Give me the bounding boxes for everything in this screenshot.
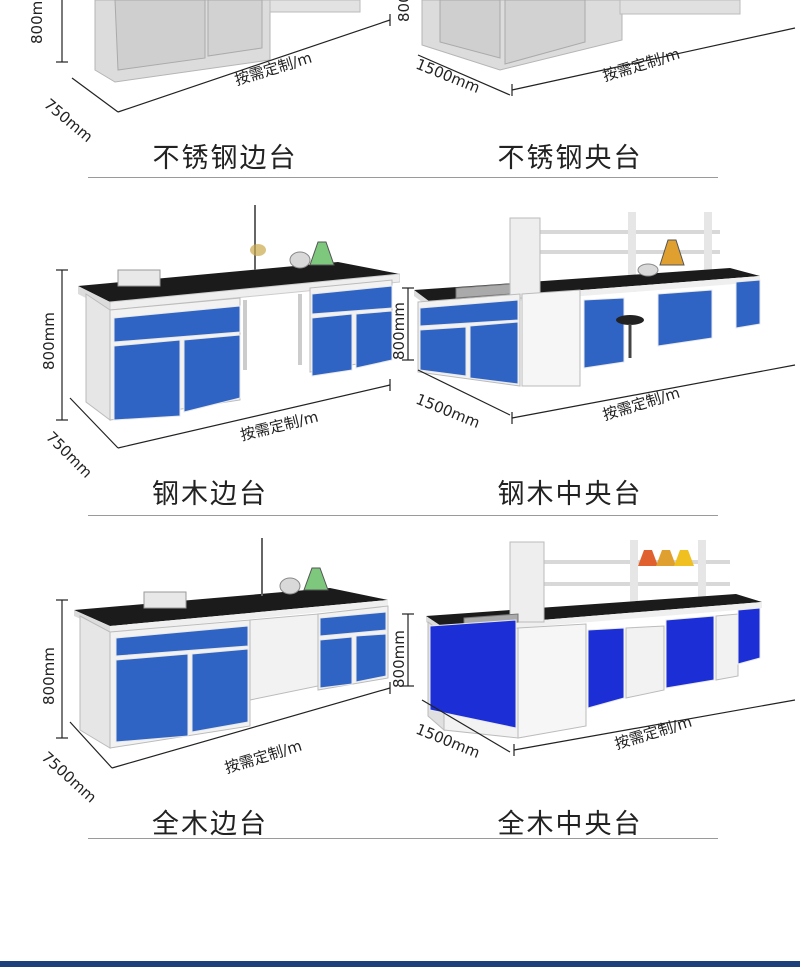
stainless-side-bench-illustration xyxy=(56,0,391,113)
product-title: 钢木边台 xyxy=(152,479,268,510)
height-label: 800mm xyxy=(40,312,58,370)
divider xyxy=(88,515,718,516)
height-label: 800mm xyxy=(28,0,46,44)
footer-bar xyxy=(0,961,800,967)
height-label: 800mm xyxy=(390,630,408,688)
height-label: 800mm xyxy=(40,647,58,705)
product-title: 全木边台 xyxy=(152,809,268,840)
steel-wood-center-bench-illustration xyxy=(402,212,796,424)
product-title: 不锈钢边台 xyxy=(152,143,298,174)
steel-wood-side-bench-illustration xyxy=(56,205,400,449)
product-title: 不锈钢央台 xyxy=(497,143,643,174)
stainless-center-bench-illustration xyxy=(417,0,796,96)
product-title: 钢木中央台 xyxy=(497,479,643,510)
all-wood-center-bench-illustration xyxy=(402,540,796,756)
product-title: 全木中央台 xyxy=(497,809,643,840)
all-wood-side-bench-illustration xyxy=(56,538,391,769)
height-label: 800mm xyxy=(395,0,413,22)
divider xyxy=(88,177,718,178)
height-label: 800mm xyxy=(390,302,408,360)
divider xyxy=(88,838,718,839)
